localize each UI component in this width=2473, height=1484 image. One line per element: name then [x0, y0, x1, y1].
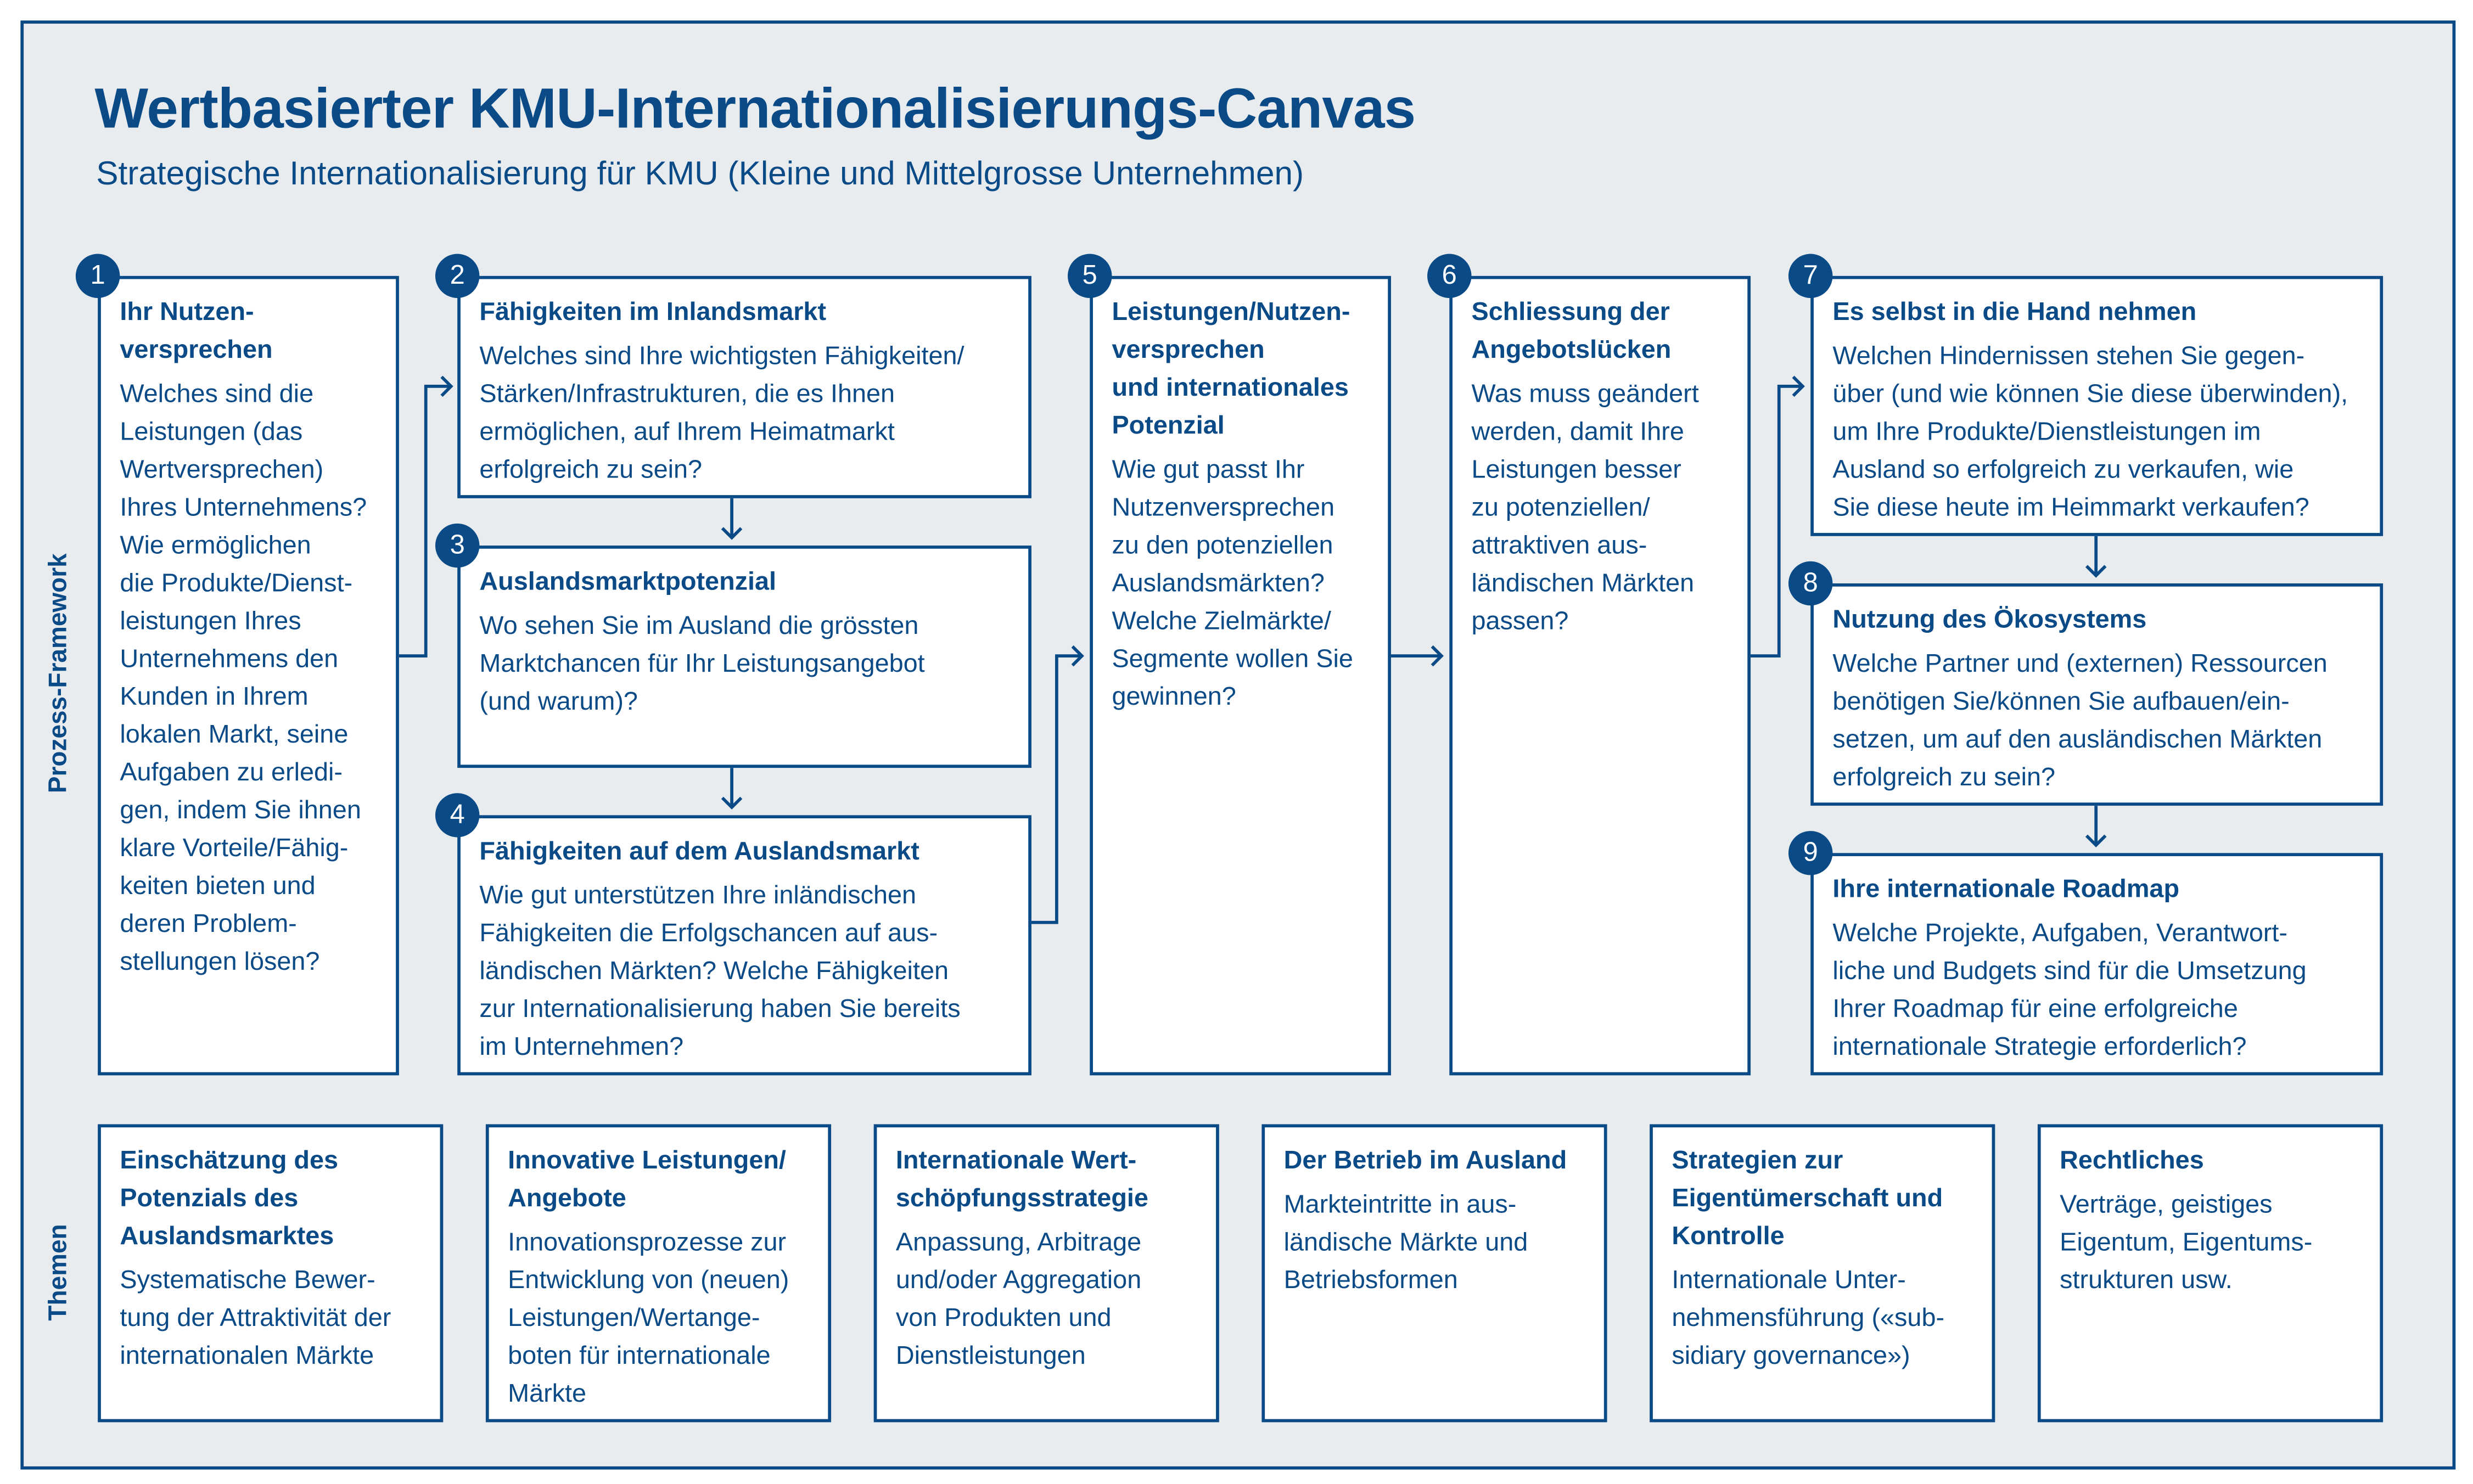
step-box-3: Auslandsmarktpotenzial Wo sehen Sie im Au… [457, 546, 1031, 768]
step-number-badge: 2 [435, 254, 480, 298]
step-text: Welche Projekte, Aufgaben, Verantwort- l… [1832, 919, 2307, 1061]
arrow-5-to-6 [1390, 645, 1444, 667]
theme-title: Strategien zur Eigentümerschaft und Kont… [1672, 1146, 1943, 1251]
theme-text: Verträge, geistiges Eigentum, Eigentums-… [2060, 1190, 2313, 1295]
theme-box-5: Strategien zur Eigentümerschaft und Kont… [1650, 1124, 1995, 1423]
step-text: Welchen Hindernissen stehen Sie gegen- ü… [1832, 342, 2348, 522]
step-number-badge: 5 [1068, 254, 1112, 298]
step-number-badge: 3 [435, 523, 480, 568]
arrow-1-to-2 [399, 375, 453, 658]
step-number-badge: 7 [1788, 254, 1833, 298]
step-title: Auslandsmarktpotenzial [479, 567, 777, 596]
step-title: Ihr Nutzen- versprechen [120, 297, 273, 364]
step-title: Es selbst in die Hand nehmen [1832, 297, 2197, 327]
theme-title: Der Betrieb im Ausland [1283, 1146, 1567, 1175]
step-title: Nutzung des Ökosystems [1832, 605, 2147, 634]
step-title: Fähigkeiten im Inlandsmarkt [479, 297, 827, 327]
arrow-6-to-7 [1751, 375, 1805, 658]
step-number-badge: 9 [1788, 831, 1833, 875]
theme-title: Rechtliches [2060, 1146, 2204, 1175]
arrow-3-to-4 [721, 768, 743, 810]
step-number-badge: 1 [75, 254, 120, 298]
theme-text: Innovationsprozesse zur Entwicklung von … [508, 1228, 789, 1408]
step-number-badge: 6 [1427, 254, 1472, 298]
theme-title: Einschätzung des Potenzials des Auslands… [120, 1146, 339, 1251]
arrow-4-to-5 [1031, 645, 1084, 924]
arrow-7-to-8 [2085, 536, 2107, 578]
step-text: Welche Partner und (externen) Ressourcen… [1832, 649, 2328, 792]
step-title: Leistungen/Nutzen- versprechen und inter… [1112, 297, 1350, 440]
theme-text: Systematische Bewer- tung der Attraktivi… [120, 1266, 391, 1370]
theme-text: Anpassung, Arbitrage und/oder Aggregatio… [895, 1228, 1142, 1370]
theme-box-3: Internationale Wert- schöpfungsstrategie… [873, 1124, 1219, 1423]
step-text: Was muss geändert werden, damit Ihre Lei… [1471, 380, 1699, 636]
step-number-badge: 8 [1788, 561, 1833, 606]
step-title: Schliessung der Angebotslücken [1471, 297, 1672, 364]
step-box-5: Leistungen/Nutzen- versprechen und inter… [1090, 276, 1391, 1076]
page-subtitle: Strategische Internationalisierung für K… [96, 156, 1304, 193]
theme-text: Markteintritte in aus- ländische Märkte … [1283, 1190, 1528, 1295]
step-text: Welches sind die Leistungen (das Wertver… [120, 380, 367, 976]
theme-title: Innovative Leistungen/ Angebote [508, 1146, 786, 1213]
step-text: Welches sind Ihre wichtigsten Fähigkeite… [479, 342, 964, 485]
arrow-2-to-3 [721, 498, 743, 540]
step-text: Wo sehen Sie im Ausland die grössten Mar… [479, 611, 925, 716]
step-text: Wie gut unterstützen Ihre inländischen F… [479, 881, 961, 1061]
step-number-badge: 4 [435, 793, 480, 837]
page-title: Wertbasierter KMU-Internationalisierungs… [94, 75, 1416, 140]
step-text: Wie gut passt Ihr Nutzenversprechen zu d… [1112, 456, 1353, 711]
step-title: Fähigkeiten auf dem Auslandsmarkt [479, 837, 919, 866]
step-title: Ihre internationale Roadmap [1832, 875, 2180, 904]
theme-box-1: Einschätzung des Potenzials des Auslands… [98, 1124, 444, 1423]
theme-text: Internationale Unter- nehmensführung («s… [1672, 1266, 1945, 1370]
theme-title: Internationale Wert- schöpfungsstrategie [895, 1146, 1148, 1213]
arrow-8-to-9 [2085, 806, 2107, 847]
